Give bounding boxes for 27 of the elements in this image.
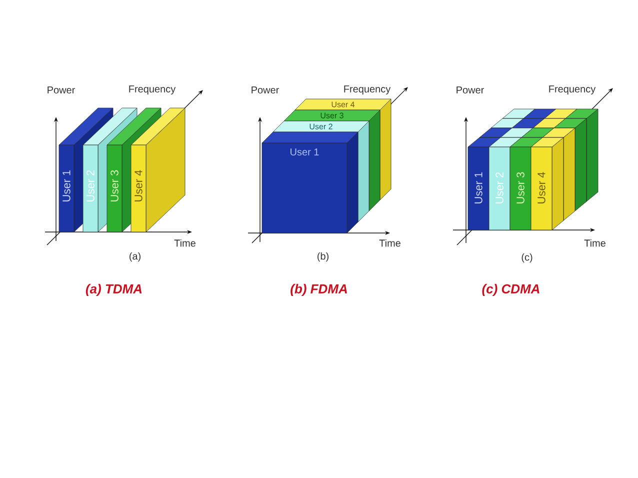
- code-column: User 4: [530, 146, 552, 230]
- axis-label: Power: [252, 86, 279, 94]
- user-block: User 1: [262, 132, 358, 234]
- caption: (c) CDMA: [482, 284, 540, 296]
- panel-label: (a): [130, 252, 140, 262]
- axis-label: Time: [379, 239, 400, 247]
- axis-label: Frequency: [549, 86, 596, 94]
- code-column: User 1: [468, 146, 490, 230]
- user-block: User 3: [284, 110, 380, 122]
- user-block: User 2: [82, 144, 98, 232]
- code-column: User 2: [488, 146, 510, 230]
- user-block: User 3: [106, 144, 122, 232]
- axis-label: Frequency: [129, 86, 176, 94]
- panel-label: (b): [318, 252, 328, 262]
- caption: (a) TDMA: [86, 284, 142, 296]
- axis-label: Power: [456, 86, 484, 94]
- code-column: User 3: [510, 146, 532, 230]
- user-block: User 4: [294, 98, 392, 110]
- axis-label: Power: [48, 86, 75, 94]
- axis-label: Time: [584, 239, 606, 247]
- user-block: User 4: [130, 144, 146, 232]
- axis-label: Time: [174, 239, 196, 247]
- caption: (b) FDMA: [290, 284, 347, 296]
- user-block: User 1: [58, 144, 74, 232]
- panel-label: (c): [522, 253, 532, 263]
- user-block: User 2: [272, 120, 370, 132]
- axis-label: Frequency: [344, 86, 391, 94]
